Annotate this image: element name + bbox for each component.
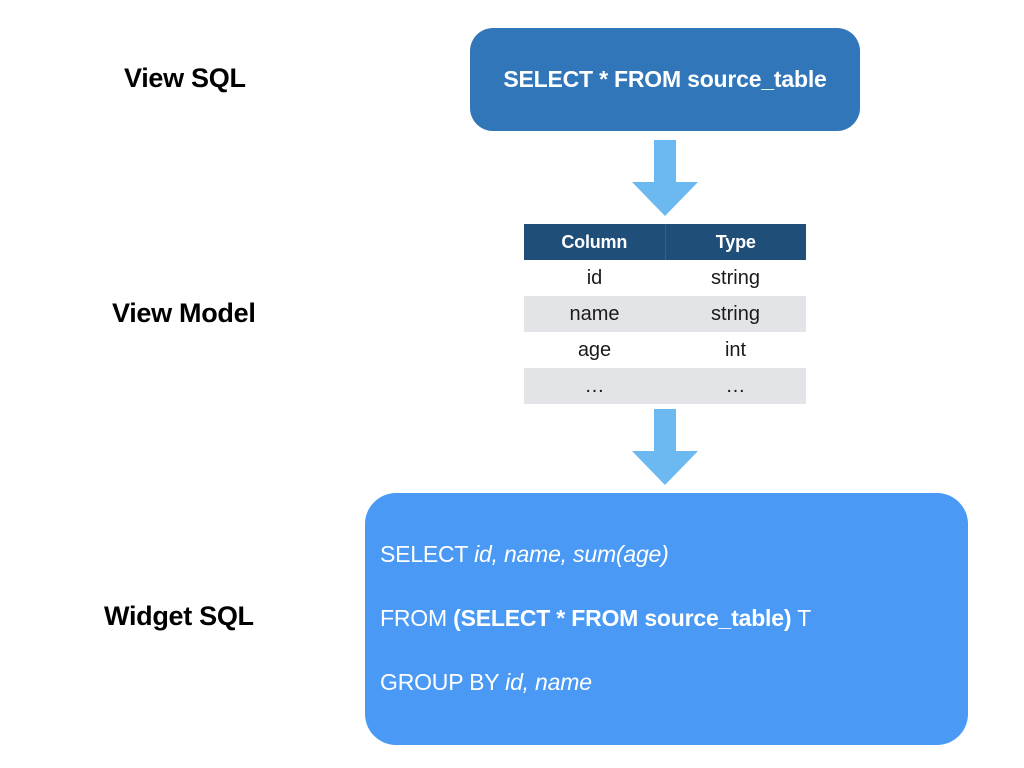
- table-cell-type: int: [665, 332, 806, 368]
- table-row: name string: [524, 296, 806, 332]
- widget-sql-keyword-select: SELECT: [380, 541, 475, 567]
- table-row: age int: [524, 332, 806, 368]
- table-cell-column: id: [524, 260, 665, 296]
- table-cell-type: string: [665, 260, 806, 296]
- view-sql-box: SELECT * FROM source_table: [470, 28, 860, 131]
- widget-sql-keyword-from: FROM: [380, 605, 454, 631]
- widget-sql-line-select: SELECT id, name, sum(age): [380, 541, 669, 568]
- row-label-widget-sql: Widget SQL: [104, 601, 254, 631]
- table-cell-column: name: [524, 296, 665, 332]
- row-label-view-sql: View SQL: [124, 63, 246, 93]
- view-sql-query-text: SELECT * FROM source_table: [503, 66, 827, 92]
- view-model-table: Column Type id string name string age in…: [524, 224, 806, 404]
- arrow-down-icon-view-sql-to-model: [630, 140, 700, 216]
- widget-sql-line-from: FROM (SELECT * FROM source_table) T: [380, 605, 811, 632]
- widget-sql-subquery-alias: T: [791, 605, 811, 631]
- table-cell-column: age: [524, 332, 665, 368]
- widget-sql-box: SELECT id, name, sum(age) FROM (SELECT *…: [365, 493, 968, 745]
- table-cell-column: …: [524, 368, 665, 404]
- table-cell-type: …: [665, 368, 806, 404]
- widget-sql-group-by-columns: id, name: [505, 669, 592, 695]
- table-cell-type: string: [665, 296, 806, 332]
- arrow-down-icon-view-model-to-widget-sql: [630, 409, 700, 485]
- widget-sql-line-group-by: GROUP BY id, name: [380, 669, 592, 696]
- table-header-type: Type: [665, 224, 806, 260]
- table-row: … …: [524, 368, 806, 404]
- widget-sql-subquery: (SELECT * FROM source_table): [453, 605, 792, 631]
- table-header-row: Column Type: [524, 224, 806, 260]
- row-label-view-model: View Model: [112, 298, 256, 328]
- table-row: id string: [524, 260, 806, 296]
- table-header-column: Column: [524, 224, 666, 260]
- widget-sql-select-columns: id, name, sum(age): [474, 541, 669, 567]
- widget-sql-keyword-group-by: GROUP BY: [380, 669, 506, 695]
